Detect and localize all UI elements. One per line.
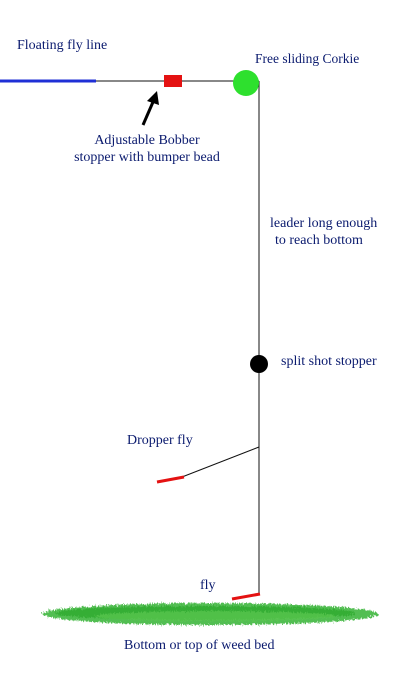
pointer-arrow-icon xyxy=(141,91,159,126)
bobber-stopper xyxy=(164,75,182,87)
bottom-label: Bottom or top of weed bed xyxy=(124,638,275,653)
stopper-label-line1: Adjustable Bobber xyxy=(94,133,200,148)
dropper-label: Dropper fly xyxy=(127,433,193,448)
leader-label: leader long enough to reach bottom xyxy=(270,215,377,249)
end-fly xyxy=(231,592,261,601)
corkie-label: Free sliding Corkie xyxy=(255,51,360,66)
split-shot-label: split shot stopper xyxy=(281,354,377,369)
leader-label-line1: leader long enough xyxy=(270,216,378,231)
fly-label: fly xyxy=(200,578,216,593)
fly-line-label: Floating fly line xyxy=(17,38,108,53)
weed-bed xyxy=(42,603,378,625)
dropper-tippet xyxy=(181,446,260,478)
dropper-fly xyxy=(156,475,185,484)
corkie-float xyxy=(233,70,259,96)
stopper-label-line2: stopper with bumper bead xyxy=(74,150,220,165)
split-shot xyxy=(250,355,268,373)
stopper-label: Adjustable Bobber stopper with bumper be… xyxy=(52,132,242,166)
leader-label-line2: to reach bottom xyxy=(275,233,363,248)
